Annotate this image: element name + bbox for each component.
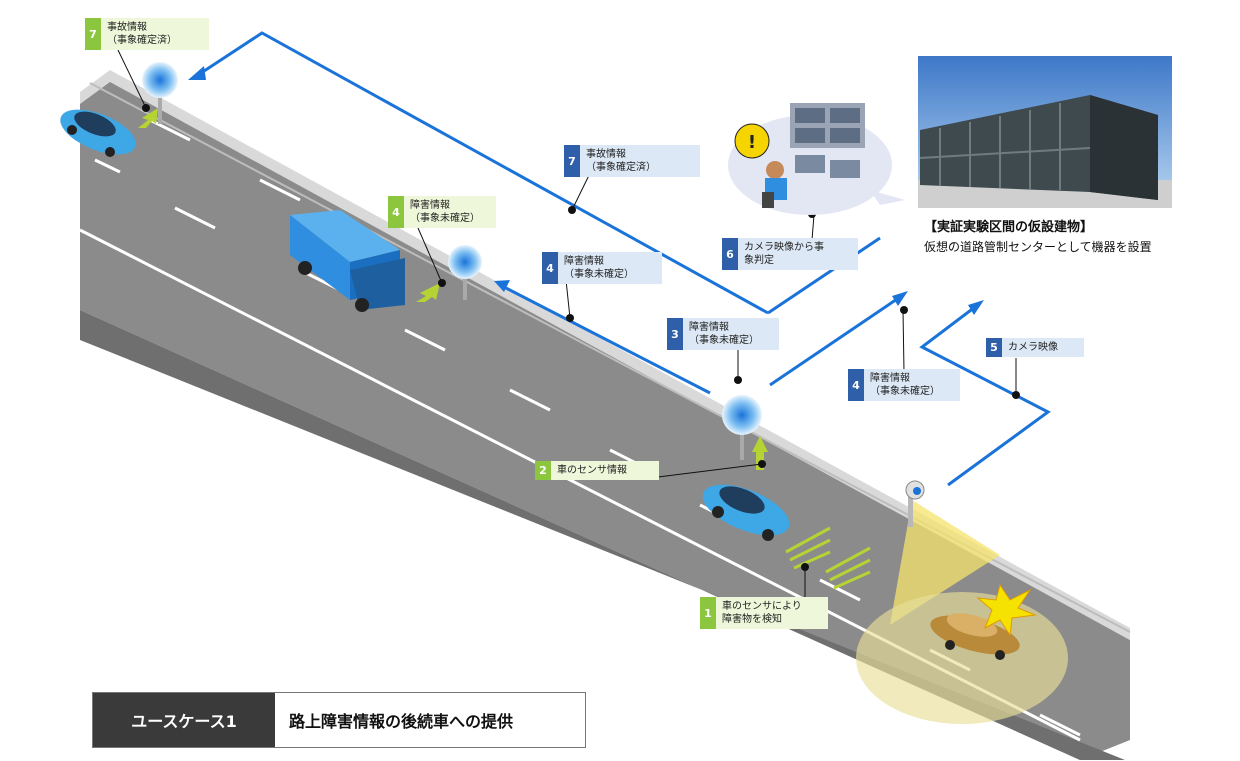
sensor-wave-icon [785,526,871,590]
crashed-car-icon [930,613,1020,660]
label-7-accident-info: 7 事故情報 （事象確定済） [564,145,700,177]
label-line: （事象確定済） [586,162,656,173]
roadside-unit-icon-2 [448,245,482,300]
leader-lines [117,49,1017,598]
label-line: （事象未確定） [870,386,940,397]
label-line: 象判定 [744,255,774,266]
label-6-camera-judgement: 6 カメラ映像から事 象判定 [722,238,858,270]
alert-icon: ! [748,132,756,153]
label-1-obstacle-detected: 1 車のセンサにより 障害物を検知 [700,597,828,629]
roadside-unit-icon-3 [722,395,762,460]
car-icon-sensor [702,484,790,541]
building-photo [918,56,1172,208]
label-line: 障害物を検知 [722,614,782,625]
usecase-tag: ユースケース1 [93,693,275,747]
roadside-unit-icon-1 [142,62,178,124]
label-3-obstacle-info: 3 障害情報 （事象未確定） [667,318,779,350]
label-line: 障害情報 [564,256,604,267]
label-4-obstacle-info-green: 4 障害情報 （事象未確定） [388,196,496,228]
label-line: （事象未確定） [564,269,634,280]
label-2-car-sensor-info: 2 車のセンサ情報 [535,461,659,480]
building-caption-title: 【実証実験区間の仮設建物】 [924,220,1094,235]
label-4-obstacle-info-upstream: 4 障害情報 （事象未確定） [542,252,662,284]
label-line: カメラ映像 [1008,342,1058,353]
truck-icon [290,210,405,312]
label-line: カメラ映像から事 [744,242,824,253]
label-line: （事象未確定） [410,213,480,224]
label-line: 障害情報 [689,322,729,333]
arrowheads [188,66,984,315]
control-room-illustration [728,103,905,215]
leader-dots [142,104,1020,571]
car-icon-rear [60,109,136,157]
camera-pole [905,480,925,527]
usecase-title: 路上障害情報の後続車への提供 [275,693,585,747]
label-line: 車のセンサ情報 [557,465,627,476]
label-5-camera-video: 5 カメラ映像 [986,338,1084,357]
collision-icon [976,583,1037,637]
label-line: （事象未確定） [689,335,759,346]
label-4-obstacle-info-center: 4 障害情報 （事象未確定） [848,369,960,401]
data-flow-arrows [197,31,1051,487]
label-line: 事故情報 [586,149,626,160]
label-line: 事故情報 [107,22,147,33]
usecase-banner: ユースケース1 路上障害情報の後続車への提供 [92,692,586,748]
label-7-accident-info-top: 7 事故情報 （事象確定済） [85,18,209,50]
camera-view-cone [890,500,1000,625]
accident-zone [856,592,1068,724]
building-caption-subtitle: 仮想の道路管制センターとして機器を設置 [924,240,1152,254]
label-line: 障害情報 [410,200,450,211]
label-line: （事象確定済） [107,35,177,46]
label-line: 障害情報 [870,373,910,384]
label-line: 車のセンサにより [722,601,802,612]
